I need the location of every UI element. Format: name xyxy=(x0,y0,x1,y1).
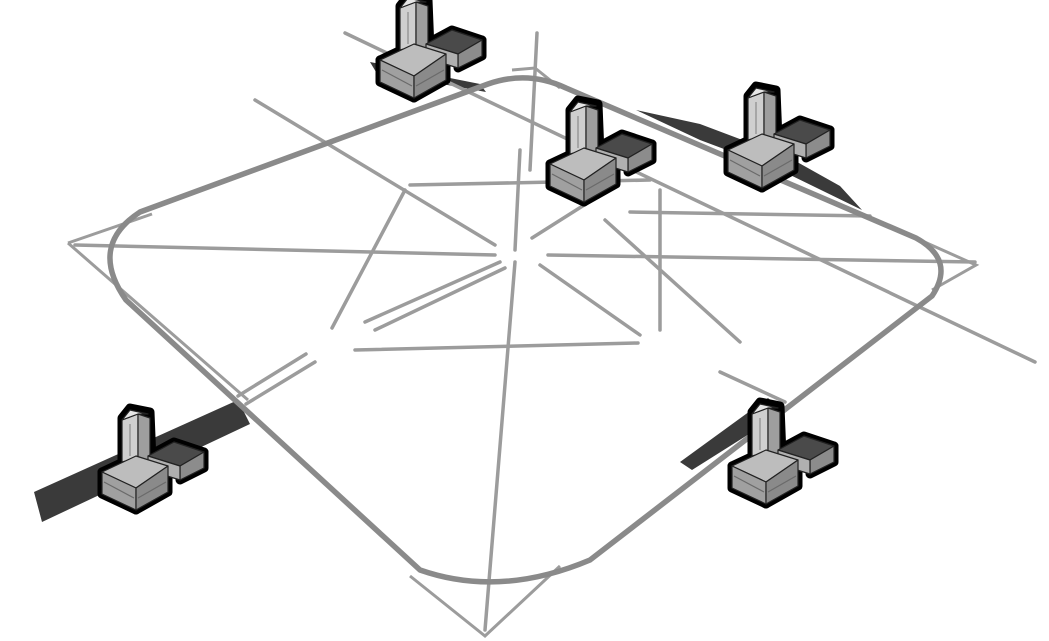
street xyxy=(603,218,742,344)
street xyxy=(236,352,308,398)
building-icon xyxy=(550,100,652,202)
street xyxy=(513,148,522,252)
diamond-edge xyxy=(919,238,980,292)
street xyxy=(330,188,407,330)
ring-boulevard xyxy=(107,75,944,585)
street-grid xyxy=(73,31,1037,632)
street xyxy=(363,260,502,324)
street xyxy=(483,260,517,632)
diamond-edge xyxy=(409,564,562,638)
street xyxy=(244,360,317,406)
street xyxy=(353,341,640,352)
street xyxy=(528,31,539,172)
street xyxy=(253,98,497,247)
diamond-edge xyxy=(67,241,249,402)
highway-north-ramp xyxy=(636,110,862,210)
outer-diamond xyxy=(67,66,980,638)
street xyxy=(546,253,977,264)
street xyxy=(73,243,497,257)
street xyxy=(628,210,872,218)
street xyxy=(373,266,507,332)
diamond-edge xyxy=(67,212,153,245)
street xyxy=(538,263,642,337)
street xyxy=(718,370,787,404)
